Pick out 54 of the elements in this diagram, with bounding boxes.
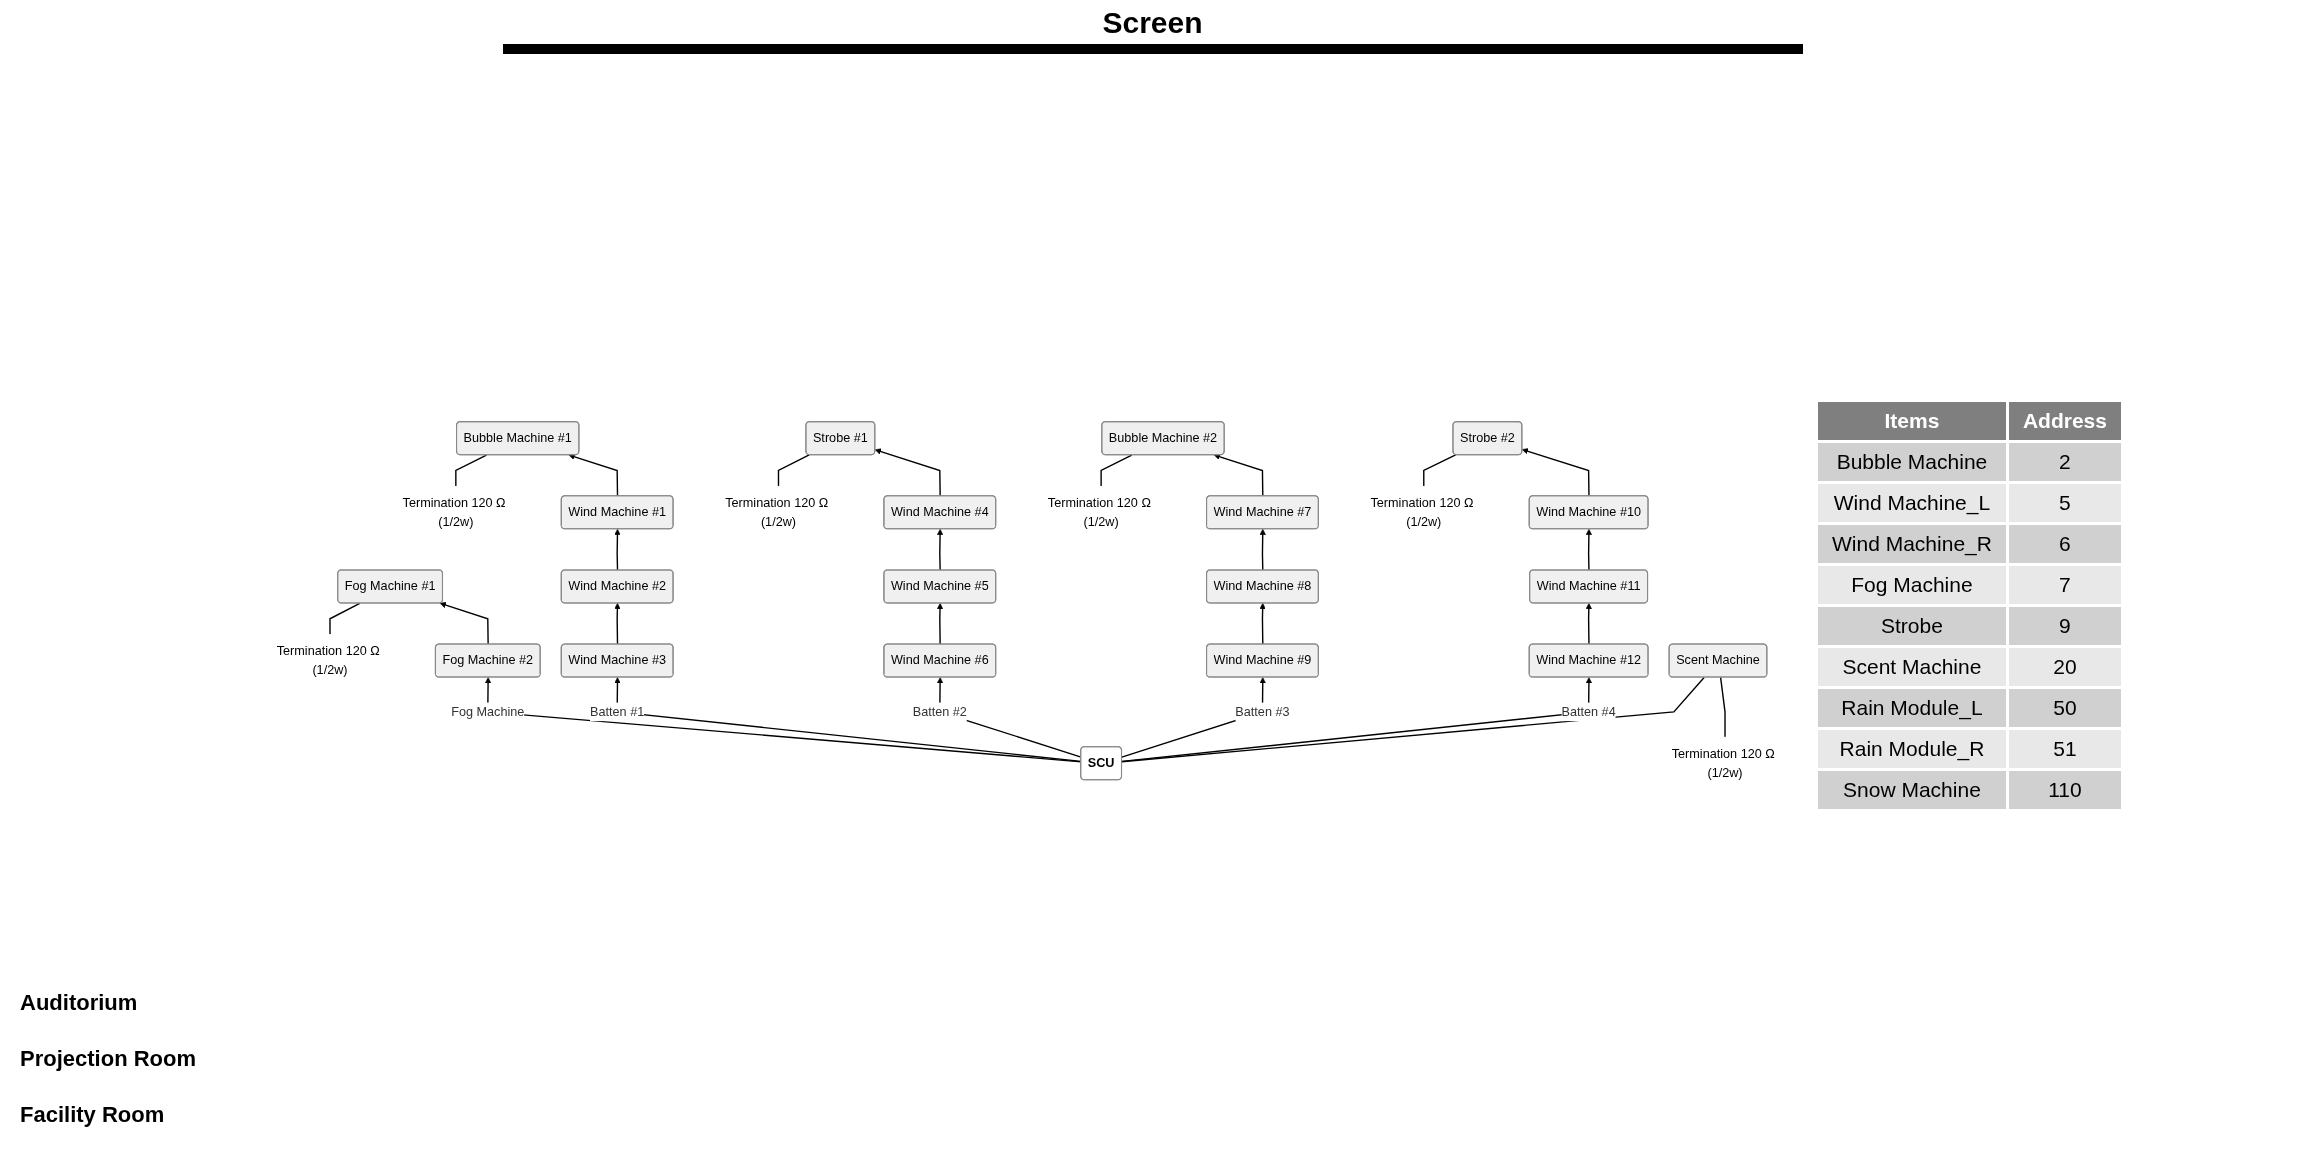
- node-text: Termination 120 Ω (1/2w): [1047, 495, 1151, 529]
- arrow: [1585, 528, 1592, 571]
- table-cell: Snow Machine: [1818, 770, 2006, 809]
- edge-label: Batten #1: [590, 704, 645, 719]
- table-cell: 51: [2008, 729, 2121, 768]
- table-cell: Bubble Machine: [1818, 442, 2006, 481]
- table-cell: Wind Machine_R: [1818, 524, 2006, 563]
- room-label: Auditorium: [20, 990, 139, 1016]
- table-cell: Rain Module_R: [1818, 729, 2006, 768]
- edge-label: Fog Machine: [451, 704, 525, 719]
- table-cell: Scent Machine: [1818, 647, 2006, 686]
- table-cell: 6: [2008, 524, 2121, 563]
- table-cell: 20: [2008, 647, 2121, 686]
- connector: [1423, 453, 1457, 487]
- connector: [1719, 676, 1726, 738]
- table-cell: Wind Machine_L: [1818, 483, 2006, 522]
- edge-label: Batten #3: [1235, 704, 1290, 719]
- table-cell: 110: [2008, 770, 2121, 809]
- arrow: [1521, 447, 1590, 497]
- table-cell: 9: [2008, 606, 2121, 645]
- table-cell: Rain Module_L: [1818, 688, 2006, 727]
- arrow: [568, 453, 619, 497]
- arrow: [439, 601, 489, 645]
- connector: [777, 453, 810, 487]
- table-cell: Fog Machine: [1818, 565, 2006, 604]
- connector: [1100, 453, 1133, 487]
- arrow: [1213, 453, 1264, 497]
- table-cell: 50: [2008, 688, 2121, 727]
- arrow: [936, 602, 944, 645]
- room-label: Facility Room: [20, 1102, 166, 1128]
- node-text: Termination 120 Ω (1/2w): [402, 495, 506, 529]
- room-label: Projection Room: [20, 1046, 197, 1072]
- table-header: Items: [1818, 401, 2006, 440]
- edge-label: Batten #2: [912, 704, 967, 719]
- node-text: Termination 120 Ω (1/2w): [1671, 745, 1775, 779]
- table-cell: 7: [2008, 565, 2121, 604]
- node-text: Termination 120 Ω (1/2w): [276, 643, 380, 677]
- arrow: [1259, 528, 1266, 571]
- node-text: Termination 120 Ω (1/2w): [1370, 495, 1474, 529]
- table-cell: 2: [2008, 442, 2121, 481]
- edge-label: Batten #4: [1561, 704, 1616, 719]
- table-cell: 5: [2008, 483, 2121, 522]
- node-text: Termination 120 Ω (1/2w): [725, 495, 829, 529]
- connector: [329, 602, 361, 635]
- arrow: [874, 448, 941, 497]
- arrow: [614, 528, 621, 571]
- arrow: [1259, 602, 1266, 645]
- arrow: [937, 528, 944, 571]
- table-cell: Strobe: [1818, 606, 2006, 645]
- arrow: [1585, 602, 1592, 645]
- table-header: Address: [2008, 401, 2121, 440]
- arrow: [614, 602, 621, 645]
- screen-label: Screen: [1102, 6, 1203, 40]
- connector: [455, 453, 488, 487]
